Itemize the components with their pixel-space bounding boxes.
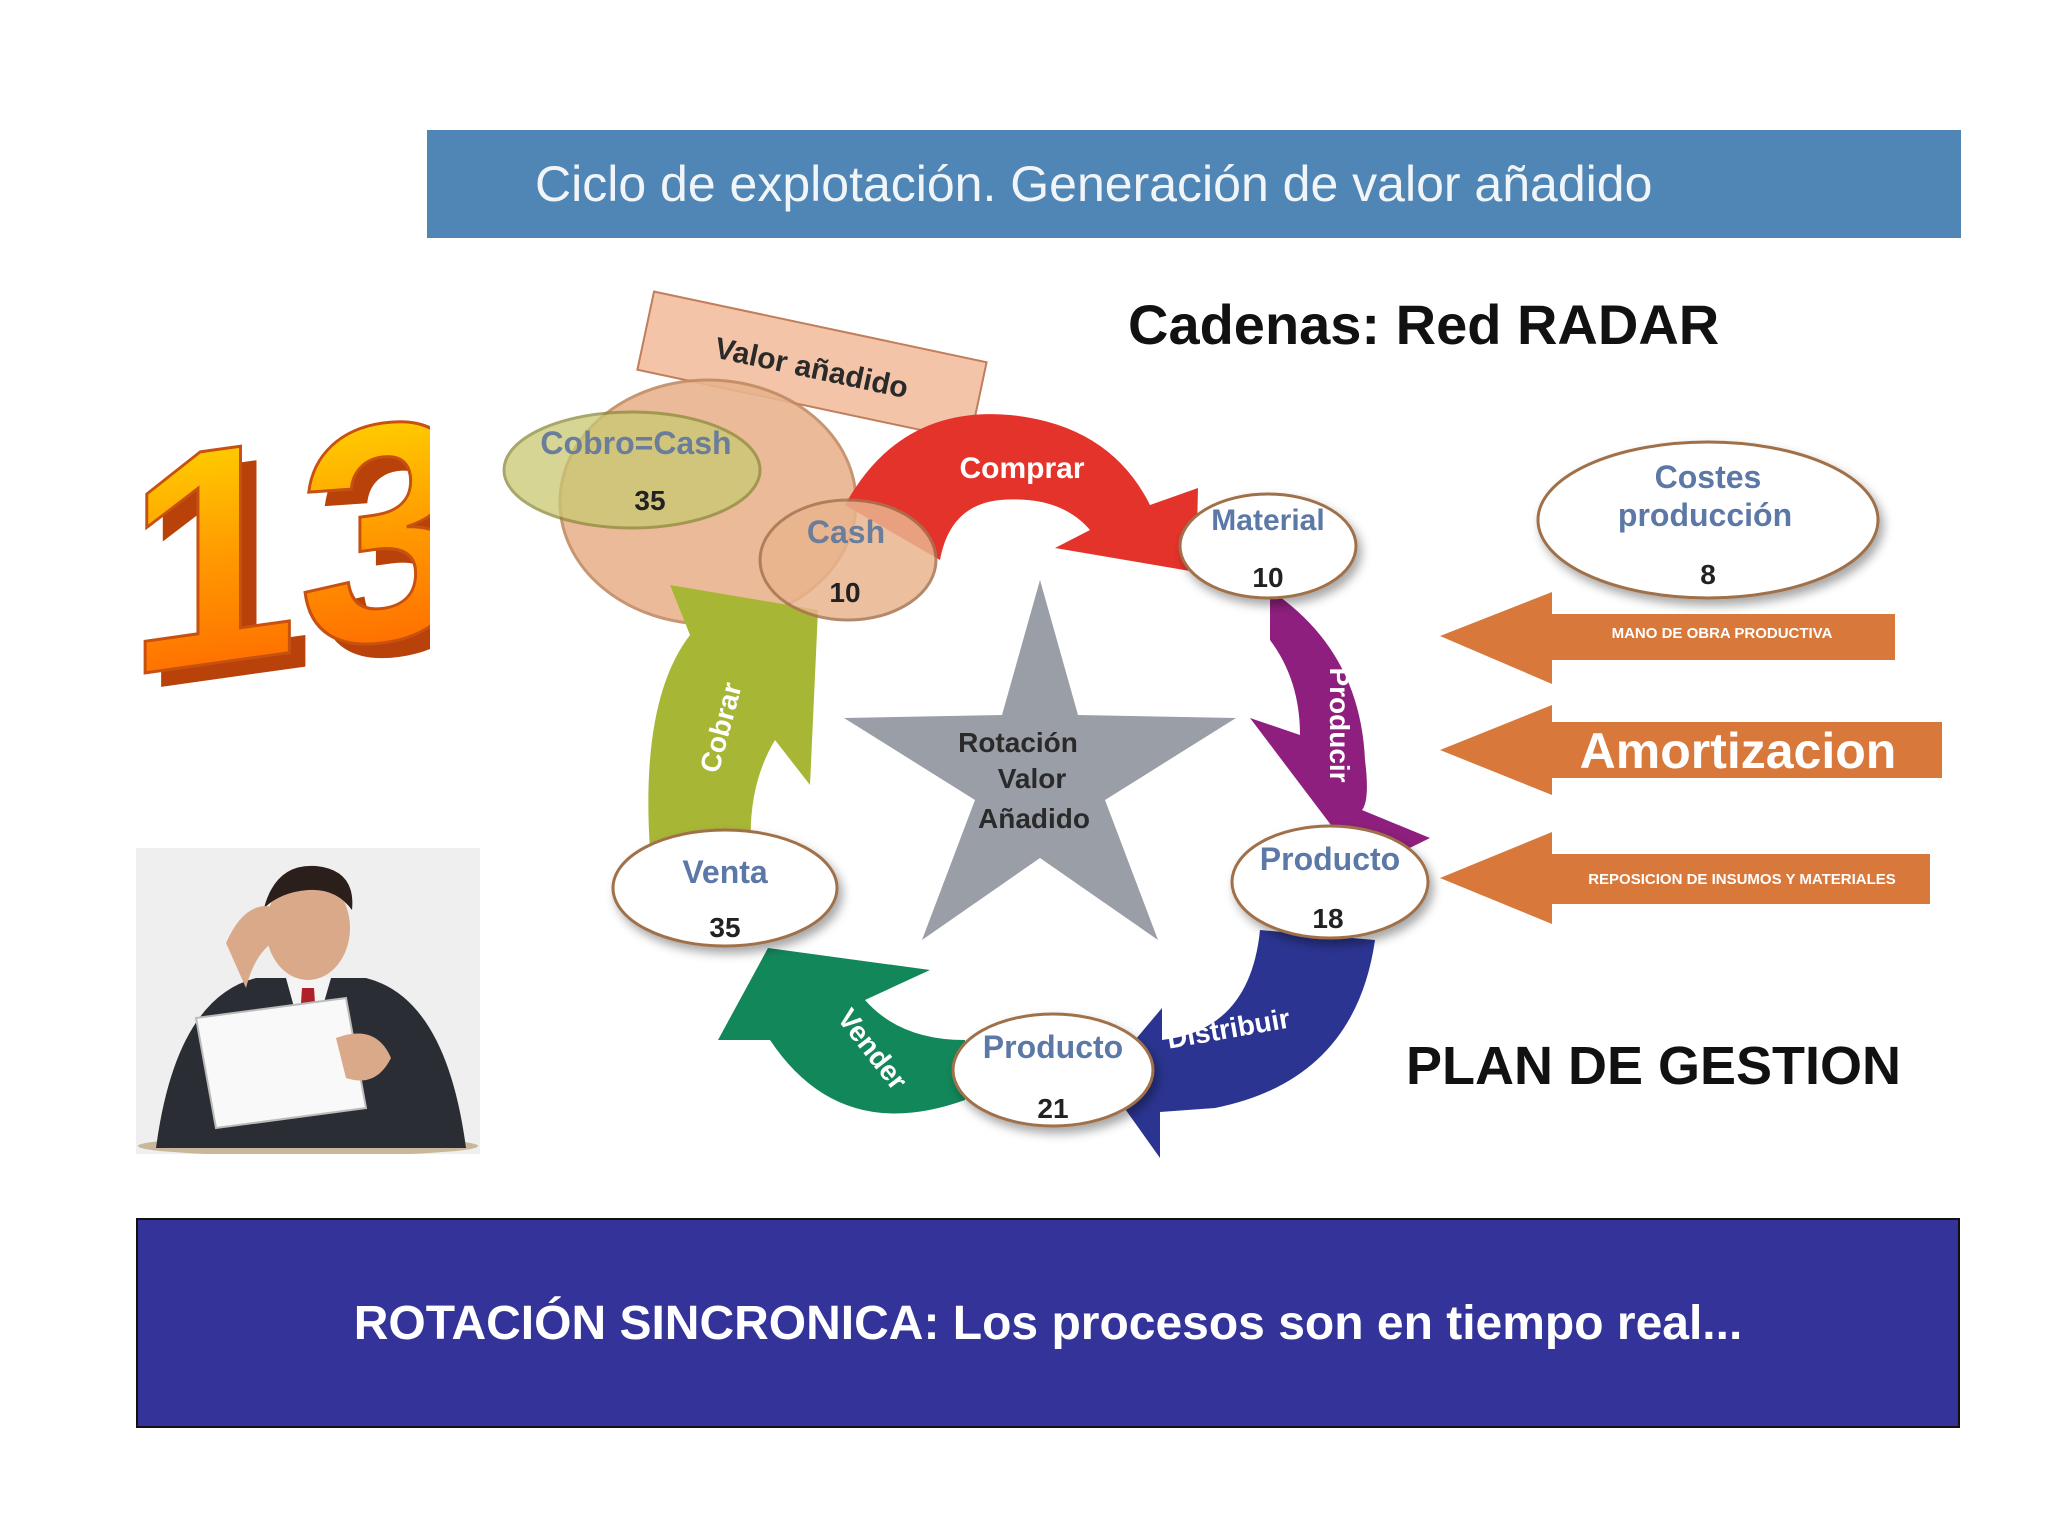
page-title: Ciclo de explotación. Generación de valo… (535, 156, 1653, 212)
mano-obra-label: MANO DE OBRA PRODUCTIVA (1612, 625, 1833, 642)
producto-value-1: 18 (1312, 903, 1343, 934)
cobro-cash-node (502, 410, 762, 530)
cash-label: Cash (807, 514, 885, 550)
footer-banner: ROTACIÓN SINCRONICA: Los procesos son en… (136, 1218, 1960, 1428)
producir-label: Producir (1324, 667, 1355, 782)
cobrar-arrow (648, 585, 818, 860)
costes-value: 8 (1700, 559, 1716, 590)
costes-label-1: Costes (1655, 459, 1762, 495)
businessman-photo (136, 848, 480, 1154)
footer-text: ROTACIÓN SINCRONICA: Los procesos son en… (353, 1296, 1743, 1350)
plan-de-gestion: PLAN DE GESTION (1406, 1036, 1902, 1096)
cash-node (758, 498, 938, 622)
material-label: Material (1211, 504, 1324, 537)
distribuir-arrow (1103, 930, 1375, 1158)
producto-label-2: Producto (983, 1029, 1123, 1065)
producto-label-1: Producto (1260, 841, 1400, 877)
mano-obra-arrow (1440, 592, 1895, 684)
star-line-2: Valor (998, 763, 1067, 794)
amortizacion-label: Amortizacion (1580, 723, 1897, 779)
costes-label-2: producción (1618, 497, 1792, 533)
producto-value-2: 21 (1037, 1093, 1068, 1124)
slide-number-text: 13 (130, 348, 430, 743)
venta-label: Venta (682, 854, 768, 890)
costes-produccion-node (1536, 440, 1880, 600)
comprar-arrow (845, 414, 1198, 572)
slide-number-shadow: 13 (142, 362, 430, 757)
rotation-star (844, 580, 1236, 940)
comprar-label: Comprar (959, 452, 1084, 485)
star-line-3: Añadido (978, 803, 1090, 834)
venta-node (611, 828, 839, 948)
material-node (1178, 492, 1358, 600)
cash-value: 10 (829, 577, 860, 608)
star-line-1: Rotación (958, 727, 1078, 758)
amortizacion-arrow (1440, 705, 1942, 795)
producto-node-1 (1230, 824, 1430, 940)
material-value: 10 (1252, 562, 1283, 593)
reposicion-arrow (1440, 832, 1930, 924)
cobro-cash-value: 35 (634, 485, 665, 516)
diagram-subtitle: Cadenas: Red RADAR (1128, 293, 1720, 356)
producto-node-2 (951, 1012, 1155, 1128)
header-bar (427, 130, 1961, 238)
vender-arrow (718, 948, 965, 1114)
venta-value: 35 (709, 912, 740, 943)
valor-anadido-tag: Valor añadido (636, 290, 988, 442)
cobro-cash-label: Cobro=Cash (540, 425, 731, 461)
reposicion-label: REPOSICION DE INSUMOS Y MATERIALES (1588, 871, 1896, 888)
slide-number: 13 13 (130, 346, 430, 757)
producir-arrow (1250, 590, 1430, 870)
